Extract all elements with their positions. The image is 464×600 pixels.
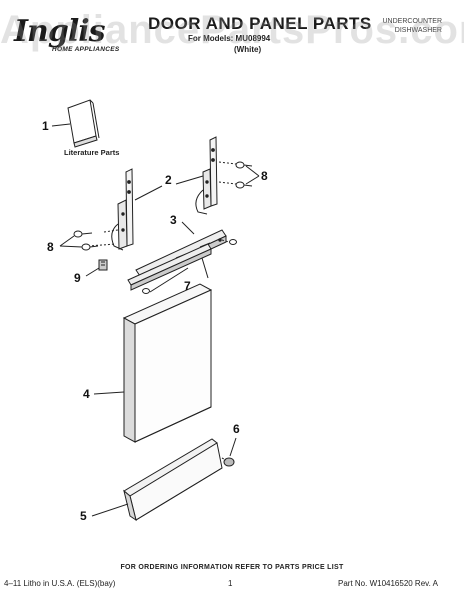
leader-3 bbox=[181, 221, 195, 235]
product-type: UNDERCOUNTER DISHWASHER bbox=[382, 18, 443, 34]
screws-right bbox=[218, 161, 260, 189]
color-note: (White) bbox=[234, 45, 262, 54]
leader-7a bbox=[149, 267, 189, 293]
literature-booklet bbox=[51, 99, 100, 148]
callout-2: 2 bbox=[165, 173, 172, 187]
door-panel bbox=[93, 283, 213, 443]
brand-tagline: HOME APPLIANCES bbox=[52, 46, 120, 53]
callout-5: 5 bbox=[80, 509, 87, 523]
callout-3: 3 bbox=[170, 213, 177, 227]
lower-rail bbox=[127, 243, 212, 291]
leader-4 bbox=[93, 391, 125, 395]
right-mounting-bracket bbox=[195, 136, 218, 215]
leader-1 bbox=[51, 123, 71, 127]
page-number: 1 bbox=[228, 579, 233, 588]
leader-7b bbox=[201, 257, 209, 279]
toe-kick-panel bbox=[91, 438, 223, 522]
callout-6: 6 bbox=[233, 422, 240, 436]
callout-9: 9 bbox=[74, 271, 81, 285]
ordering-note: FOR ORDERING INFORMATION REFER TO PARTS … bbox=[120, 564, 344, 571]
model-line: For Models: MU08994 bbox=[188, 34, 271, 43]
callout-1: 1 bbox=[42, 119, 49, 133]
brand-logo: Inglis HOME APPLIANCES bbox=[8, 12, 136, 56]
leader-5 bbox=[91, 503, 129, 517]
callout-7: 7 bbox=[184, 279, 191, 293]
leader-2b bbox=[175, 175, 204, 185]
brand-name: Inglis bbox=[14, 14, 106, 49]
door-clip bbox=[85, 259, 108, 277]
callout-8-left: 8 bbox=[47, 240, 54, 254]
screws-left bbox=[59, 229, 119, 251]
rail-screws bbox=[142, 239, 237, 294]
callout-8-right: 8 bbox=[261, 169, 268, 183]
callout-4: 4 bbox=[83, 387, 90, 401]
print-info: 4–11 Litho in U.S.A. (ELS)(bay) bbox=[4, 579, 116, 588]
leader-2a bbox=[134, 185, 163, 201]
page-title: DOOR AND PANEL PARTS bbox=[148, 14, 372, 33]
left-mounting-bracket bbox=[111, 168, 134, 251]
toe-kick-fastener bbox=[221, 437, 237, 467]
part-number: Part No. W10416520 Rev. A bbox=[338, 579, 438, 588]
literature-label: Literature Parts bbox=[64, 148, 120, 157]
